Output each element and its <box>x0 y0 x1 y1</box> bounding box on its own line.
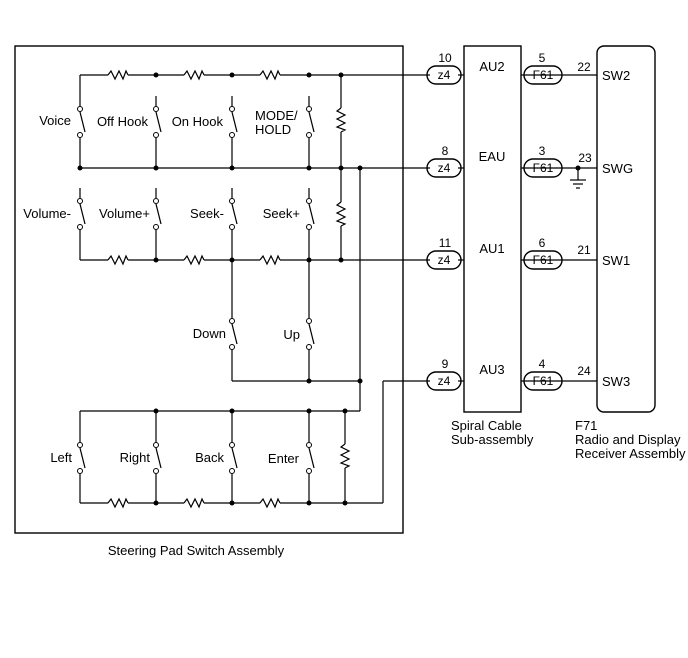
z4-connector-label: z4 <box>438 68 451 82</box>
z4-connector-label: z4 <box>438 374 451 388</box>
f61-connector-label: F61 <box>533 374 554 388</box>
connector-wiring <box>458 74 597 382</box>
switch-label-left: Left <box>50 450 72 465</box>
spiral-cable-box <box>463 45 522 413</box>
switch-label-up: Up <box>283 327 300 342</box>
f61-pin-label: 3 <box>539 144 546 158</box>
switch-label-on-hook: On Hook <box>172 114 224 129</box>
switch-label-hold: HOLD <box>255 122 291 137</box>
receiver-label-line2: Receiver Assembly <box>575 446 686 461</box>
receiver-box <box>596 45 656 413</box>
spiral-cable-label-line2: Sub-assembly <box>451 432 534 447</box>
switch-label-down: Down <box>193 326 226 341</box>
receiver-terminal-label: SW1 <box>602 253 630 268</box>
steering-pad-box <box>14 45 404 534</box>
z4-connectors <box>426 65 462 391</box>
common-line <box>77 165 430 411</box>
receiver-terminal-label: SW2 <box>602 68 630 83</box>
switch-label-volume-minus: Volume- <box>23 206 71 221</box>
receiver-pin-label: 21 <box>577 243 591 257</box>
switch-label-mode: MODE/ <box>255 108 298 123</box>
switch-label-voice: Voice <box>39 113 71 128</box>
f61-connector-label: F61 <box>533 253 554 267</box>
f61-connector-label: F61 <box>533 68 554 82</box>
z4-pin-label: 10 <box>438 51 452 65</box>
spiral-terminal-label: AU3 <box>479 362 504 377</box>
z4-connector-label: z4 <box>438 253 451 267</box>
receiver-code-label: F71 <box>575 418 597 433</box>
spiral-terminal-label: AU1 <box>479 241 504 256</box>
receiver-pin-label: 24 <box>577 364 591 378</box>
f61-pin-label: 6 <box>539 236 546 250</box>
z4-pin-label: 9 <box>442 357 449 371</box>
switch-label-back: Back <box>195 450 224 465</box>
spiral-terminal-label: AU2 <box>479 59 504 74</box>
f61-pin-label: 4 <box>539 357 546 371</box>
steering-pad-label: Steering Pad Switch Assembly <box>108 543 285 558</box>
switch-label-off-hook: Off Hook <box>97 114 149 129</box>
switch-label-volume-plus: Volume+ <box>99 206 150 221</box>
row1-wiring <box>76 70 430 168</box>
ground-junction <box>575 165 581 171</box>
z4-connector-label: z4 <box>438 161 451 175</box>
f61-connectors <box>523 65 563 391</box>
receiver-pin-label: 23 <box>578 151 592 165</box>
f61-connector-label: F61 <box>533 161 554 175</box>
receiver-terminal-label: SW3 <box>602 374 630 389</box>
switch-label-seek-plus: Seek+ <box>263 206 300 221</box>
switch-label-seek-minus: Seek- <box>190 206 224 221</box>
z4-pin-label: 8 <box>442 144 449 158</box>
down-up-wiring <box>228 260 363 384</box>
z4-pin-label: 11 <box>439 236 452 250</box>
spiral-terminal-label: EAU <box>479 149 506 164</box>
receiver-terminal-label: SWG <box>602 161 633 176</box>
bottom-block-wiring <box>76 380 430 508</box>
f61-pin-label: 5 <box>539 51 546 65</box>
switch-label-right: Right <box>120 450 151 465</box>
spiral-cable-label-line1: Spiral Cable <box>451 418 522 433</box>
receiver-label-line1: Radio and Display <box>575 432 681 447</box>
switch-label-enter: Enter <box>268 451 300 466</box>
receiver-pin-label: 22 <box>577 60 591 74</box>
